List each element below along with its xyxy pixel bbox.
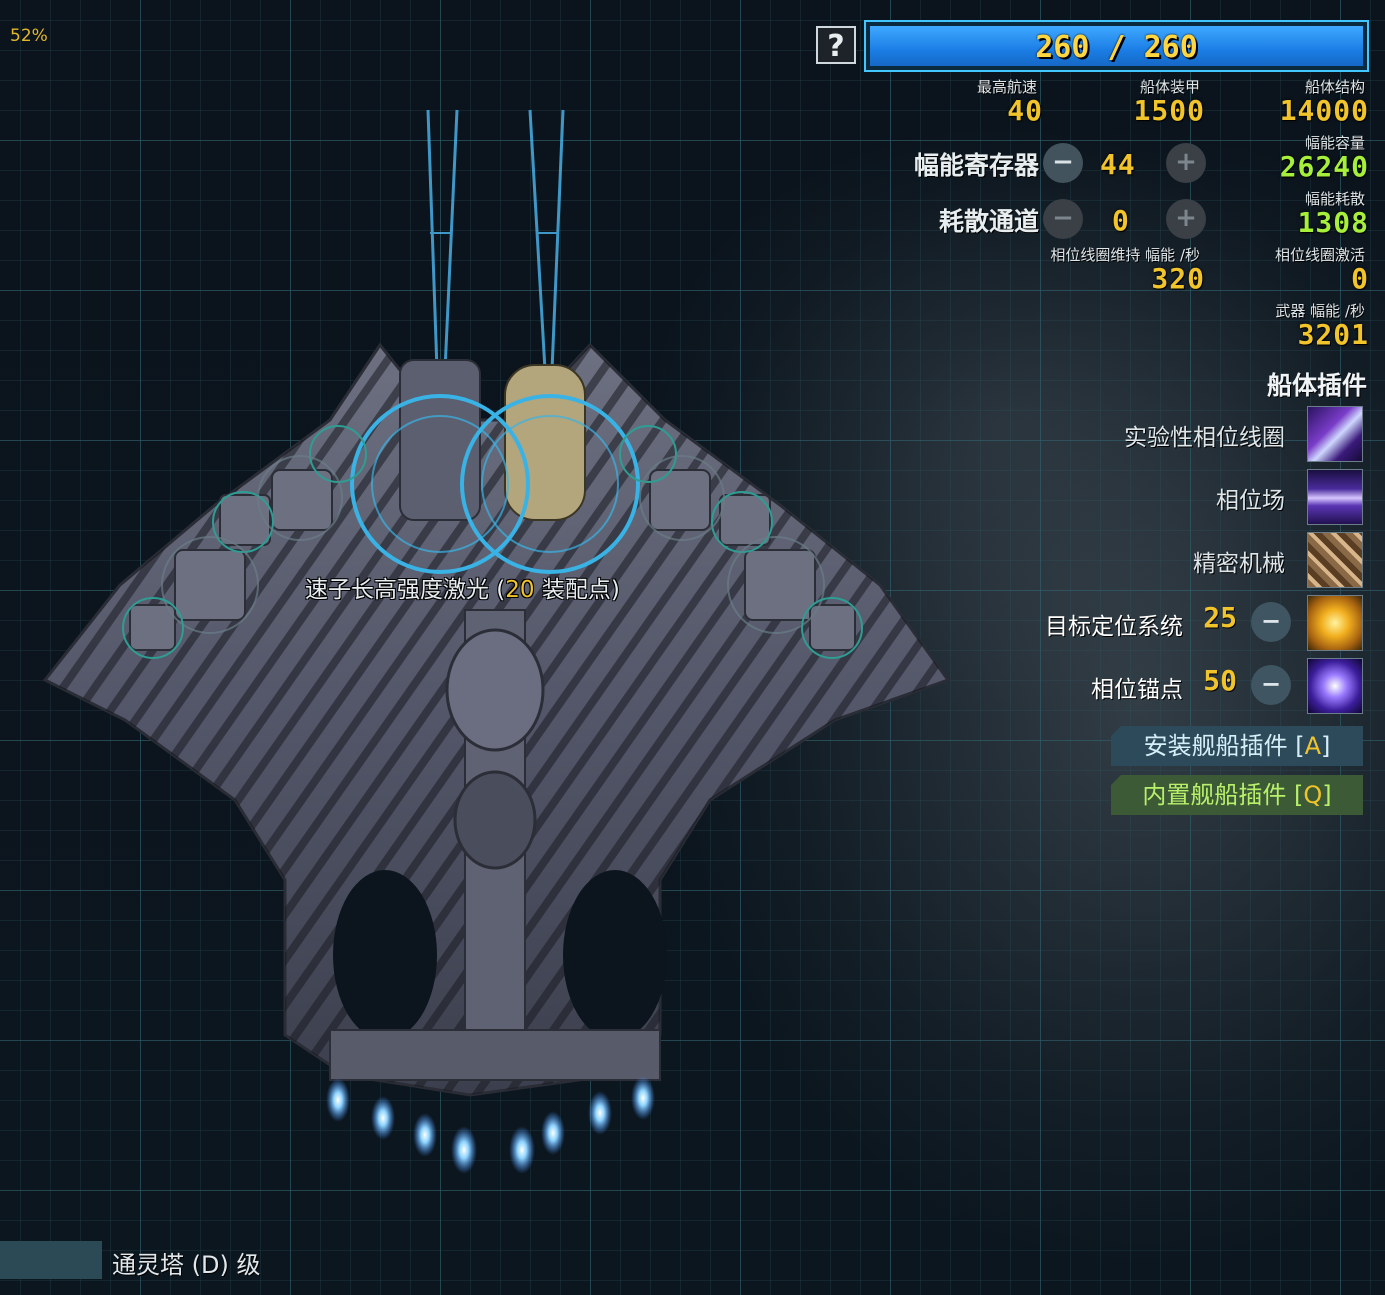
hullmod-name: 相位场 — [1216, 488, 1285, 514]
flux-capacity-text: 260 / 260 — [866, 30, 1367, 65]
flux-current: 260 — [1035, 30, 1090, 65]
armor-label: 船体装甲 — [1139, 78, 1200, 96]
hullmod-row-targeting-system[interactable]: 目标定位系统 25 − — [763, 595, 1363, 651]
vents-minus-button[interactable]: − — [1043, 199, 1083, 239]
hullmod-row-precision-machinery[interactable]: 精密机械 — [763, 532, 1363, 588]
builtin-hullmod-button[interactable]: 内置舰船插件 [Q] — [1111, 775, 1363, 815]
phase-upkeep-value: 320 — [1151, 262, 1205, 295]
zoom-level: 52% — [10, 26, 48, 46]
capacitors-minus-button[interactable]: − — [1043, 143, 1083, 183]
phase-activation-value: 0 — [1351, 262, 1369, 295]
hullmod-row-phase-field[interactable]: 相位场 — [763, 469, 1363, 525]
weapon-arcs — [122, 394, 863, 659]
hullmod-name: 目标定位系统 — [1045, 614, 1183, 640]
flux-capacity-fill — [870, 26, 1363, 66]
weapon-flux-label: 武器 幅能 /秒 — [1275, 302, 1365, 320]
hullmod-name: 精密机械 — [1193, 551, 1285, 577]
max-speed-value: 40 — [1007, 94, 1043, 127]
builtin-hullmod-key: Q — [1303, 781, 1323, 809]
armor-value: 1500 — [1133, 94, 1205, 127]
precision-machinery-icon — [1307, 532, 1363, 588]
hullmod-row-phase-coil[interactable]: 实验性相位线圈 — [763, 406, 1363, 462]
hullmod-name: 相位锚点 — [1091, 677, 1183, 703]
weapon-tooltip: 速子长高强度激光 (20 装配点) — [305, 570, 620, 604]
ship-class-label: 通灵塔 (D) 级 — [112, 1251, 261, 1279]
flux-max: 260 — [1143, 30, 1198, 65]
hullmod-cost: 25 — [1203, 601, 1237, 634]
install-hullmod-end: ] — [1321, 732, 1331, 760]
ship-name-field[interactable] — [0, 1241, 102, 1279]
vents-value: 0 — [1112, 204, 1130, 237]
install-hullmod-key: A — [1304, 732, 1322, 760]
help-button[interactable]: ? — [816, 26, 856, 64]
builtin-hullmod-end: ] — [1322, 781, 1332, 809]
max-speed-label: 最高航速 — [976, 78, 1037, 96]
weapon-beams — [426, 109, 565, 371]
hull-value: 14000 — [1279, 94, 1369, 127]
flux-separator: / — [1107, 30, 1126, 65]
hullmod-row-phase-anchor[interactable]: 相位锚点 50 − — [763, 658, 1363, 714]
flux-dissipation-value: 1308 — [1297, 206, 1369, 239]
flux-capacity-value: 26240 — [1279, 150, 1369, 183]
capacitors-value: 44 — [1100, 148, 1136, 181]
flux-capacity-label: 幅能容量 — [1304, 134, 1365, 152]
capacitors-label: 幅能寄存器 — [913, 151, 1039, 180]
install-hullmod-button[interactable]: 安装舰船插件 [A] — [1111, 726, 1363, 766]
vents-plus-button[interactable]: + — [1166, 199, 1206, 239]
hull-label: 船体结构 — [1304, 78, 1365, 96]
phase-upkeep-label: 相位线圈维持 幅能 /秒 — [1050, 246, 1200, 264]
phase-field-icon — [1307, 469, 1363, 525]
flux-dissipation-label: 幅能耗散 — [1304, 190, 1365, 208]
phase-anchor-icon — [1307, 658, 1363, 714]
weapon-flux-value: 3201 — [1297, 318, 1369, 351]
phase-activation-label: 相位线圈激活 — [1274, 246, 1365, 264]
install-hullmod-label: 安装舰船插件 [ — [1143, 732, 1305, 760]
engine-glows — [326, 1076, 655, 1174]
hullmod-cost: 50 — [1203, 664, 1237, 697]
capacitors-plus-button[interactable]: + — [1166, 143, 1206, 183]
hullmod-name: 实验性相位线圈 — [1124, 425, 1285, 451]
phase-coil-icon — [1307, 406, 1363, 462]
hullmods-title: 船体插件 — [1266, 371, 1367, 400]
builtin-hullmod-label: 内置舰船插件 [ — [1142, 781, 1304, 809]
hullmod-remove-button[interactable]: − — [1251, 602, 1291, 642]
vents-label: 耗散通道 — [938, 207, 1039, 236]
weapon-tooltip-points: 20 — [505, 577, 535, 603]
hullmod-remove-button[interactable]: − — [1251, 665, 1291, 705]
ship-display[interactable] — [0, 0, 960, 1295]
weapon-tooltip-suffix: 装配点) — [534, 577, 620, 603]
weapon-tooltip-name: 速子长高强度激光 ( — [305, 577, 506, 603]
targeting-system-icon — [1307, 595, 1363, 651]
flux-capacity-bar: 260 / 260 — [864, 20, 1369, 72]
